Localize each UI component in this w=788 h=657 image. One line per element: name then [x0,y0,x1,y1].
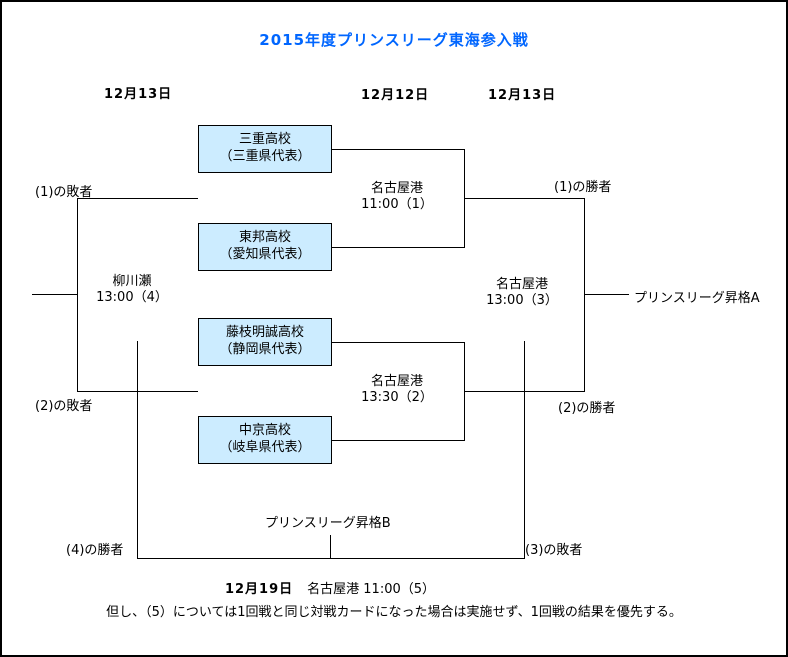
match4-venue: 柳川瀬 [112,274,152,289]
team-name: 三重高校 [238,132,291,147]
match4-time: 13:00（4） [96,290,168,305]
team-box-fujieda-meisei: 藤枝明誠高校 （静岡県代表） [198,318,332,366]
bracket-line-match5-left [137,341,138,559]
match1-time: 11:00（1） [361,197,433,212]
match3-time: 13:00（3） [486,293,558,308]
label-loser-of-1: (1)の敗者 [35,185,93,200]
match3-venue: 名古屋港 [495,277,548,292]
final-match-details: 名古屋港 11:00（5） [307,582,436,597]
final-match-date: 12月19日 [224,582,294,597]
bracket-line-match1-out [464,198,584,199]
bracket-line-match5-right [524,341,525,559]
bracket-line-match4-out [32,294,77,295]
bracket-line-match4-in-top [77,198,198,199]
team-rep: （三重県代表） [219,149,311,164]
date-header-middle: 12月12日 [361,88,430,103]
page-title: 2015年度プリンスリーグ東海参入戦 [259,31,529,49]
team-rep: （岐阜県代表） [219,440,311,455]
bracket-line-promotion-b-stub [330,535,331,558]
final-match-label: 12月19日名古屋港 11:00（5） [2,578,658,597]
team-rep: （愛知県代表） [219,247,311,262]
footnote: 但し、（5）については1回戦と同じ対戦カードになった場合は実施せず、1回戦の結果… [106,605,682,620]
date-header-left: 12月13日 [104,87,173,102]
team-box-toho: 東邦高校 （愛知県代表） [198,223,332,271]
match1-venue: 名古屋港 [370,181,423,196]
bracket-line-match3-join [584,198,585,392]
label-winner-of-4: (4)の勝者 [66,543,124,558]
promotion-a-label: プリンスリーグ昇格A [634,291,760,306]
bracket-line-team3-stub [332,342,464,343]
match4-label: 柳川瀬 13:00（4） [77,274,187,306]
team-rep: （静岡県代表） [219,342,311,357]
date-header-right: 12月13日 [488,88,557,103]
match2-time: 13:30（2） [361,390,433,405]
match2-venue: 名古屋港 [370,374,423,389]
bracket-line-team4-stub [332,440,464,441]
label-winner-of-2: (2)の勝者 [558,401,616,416]
team-box-chukyo: 中京高校 （岐阜県代表） [198,416,332,464]
match3-label: 名古屋港 13:00（3） [467,277,577,309]
match1-label: 名古屋港 11:00（1） [342,181,452,213]
match2-label: 名古屋港 13:30（2） [342,374,452,406]
team-name: 中京高校 [238,423,291,438]
label-loser-of-3: (3)の敗者 [525,543,583,558]
bracket-line-match4-join [77,198,78,392]
bracket-line-match5-bottom [137,558,525,559]
bracket-line-match3-out [584,294,629,295]
bracket-line-team2-stub [332,247,464,248]
promotion-b-label: プリンスリーグ昇格B [265,516,391,531]
team-box-mie: 三重高校 （三重県代表） [198,125,332,173]
team-name: 藤枝明誠高校 [225,325,304,340]
label-loser-of-2: (2)の敗者 [35,399,93,414]
bracket-line-team1-stub [332,149,464,150]
label-winner-of-1: (1)の勝者 [554,180,612,195]
team-name: 東邦高校 [238,230,291,245]
